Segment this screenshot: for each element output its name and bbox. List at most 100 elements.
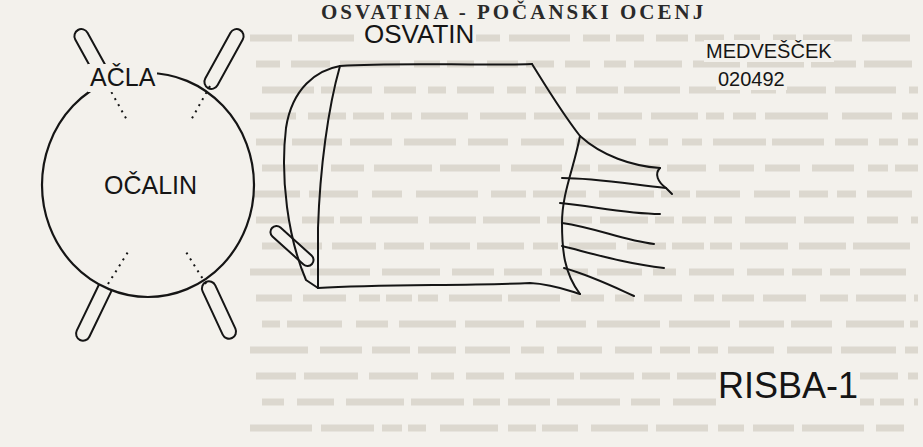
faded-print (672, 243, 704, 250)
faded-print (384, 87, 416, 94)
faded-print (515, 373, 574, 380)
faded-print (787, 347, 832, 354)
faded-print (374, 165, 432, 172)
faded-print (661, 191, 690, 198)
faded-print (860, 269, 906, 276)
faded-print (763, 295, 806, 302)
fray-branch (560, 203, 660, 214)
faded-print (404, 139, 456, 146)
faded-print (669, 321, 730, 328)
faded-print (722, 295, 754, 302)
faded-print (642, 373, 670, 380)
faded-print (508, 295, 560, 302)
faded-print (428, 87, 446, 94)
faded-print (673, 399, 720, 406)
faded-print (910, 321, 918, 328)
faded-print (846, 321, 904, 328)
faded-print (864, 61, 912, 68)
faded-print (408, 425, 426, 432)
faded-print (718, 425, 744, 432)
stick (202, 27, 246, 92)
faded-print (353, 113, 384, 120)
faded-print (739, 321, 784, 328)
faded-print (440, 165, 500, 172)
dotted-line (186, 252, 206, 284)
faded-print (656, 35, 688, 42)
ribbon-shape: OSVATIN (262, 18, 682, 340)
shape-label: OČALIN (102, 172, 199, 200)
stick (268, 224, 316, 269)
faded-print (713, 139, 766, 146)
faded-print (655, 217, 674, 224)
faded-print (465, 347, 510, 354)
faded-print (250, 425, 312, 432)
shape-label: OSVATIN (362, 20, 476, 49)
dotted-line (108, 252, 128, 284)
faded-print (356, 321, 388, 328)
faded-print (298, 35, 354, 42)
faded-print (660, 347, 690, 354)
faded-print (508, 399, 550, 406)
figure-number: RISBA-1 (716, 366, 860, 406)
faded-print (853, 243, 910, 250)
handwritten-note: 020492 (716, 68, 787, 90)
faded-print (786, 87, 826, 94)
ring-shape: AČLA OČALIN (36, 20, 268, 350)
fray-branch (562, 246, 664, 268)
faded-print (431, 373, 454, 380)
faded-print (651, 113, 698, 120)
faded-print (879, 139, 898, 146)
faded-print (820, 295, 848, 302)
faded-print (372, 191, 402, 198)
fray-branch (562, 223, 654, 244)
faded-print (359, 295, 380, 302)
faded-print (835, 139, 868, 146)
faded-print (303, 295, 346, 302)
faded-print (799, 243, 846, 250)
faded-print (262, 87, 314, 94)
faded-print (905, 347, 918, 354)
faded-print (509, 35, 570, 42)
faded-print (583, 35, 610, 42)
faded-print (304, 373, 358, 380)
faded-print (747, 269, 784, 276)
faded-print (292, 139, 342, 146)
faded-print (382, 425, 402, 432)
ribbon-bottom (318, 283, 580, 294)
faded-print (468, 139, 508, 146)
faded-print (867, 191, 912, 198)
faded-print (799, 191, 828, 198)
faded-print (576, 87, 618, 94)
faded-print (565, 61, 590, 68)
faded-print (421, 113, 468, 120)
faded-print (837, 191, 856, 198)
faded-print (841, 347, 896, 354)
faded-print (649, 139, 668, 146)
faded-print (714, 217, 732, 224)
shape-label: AČLA (88, 64, 157, 92)
faded-print (370, 217, 418, 224)
faded-print (382, 269, 440, 276)
faded-print (591, 425, 648, 432)
faded-print (572, 165, 590, 172)
stick (200, 279, 239, 341)
faded-print (634, 61, 682, 68)
fray-branch (562, 178, 672, 194)
faded-print (909, 87, 918, 94)
faded-print (321, 425, 374, 432)
faded-print (876, 425, 904, 432)
faded-print (321, 87, 372, 94)
faded-print (411, 399, 464, 406)
faded-print (600, 217, 648, 224)
ribbon-outline (284, 66, 340, 288)
faded-print (631, 399, 660, 406)
faded-print (902, 113, 918, 120)
faded-print (597, 321, 660, 328)
faded-print (914, 295, 918, 302)
faded-print (835, 87, 896, 94)
faded-print (616, 35, 644, 42)
faded-print (508, 425, 536, 432)
handwritten-note: MEDVEŠČEK (704, 40, 834, 62)
faded-print (256, 61, 280, 68)
faded-print (250, 191, 300, 198)
